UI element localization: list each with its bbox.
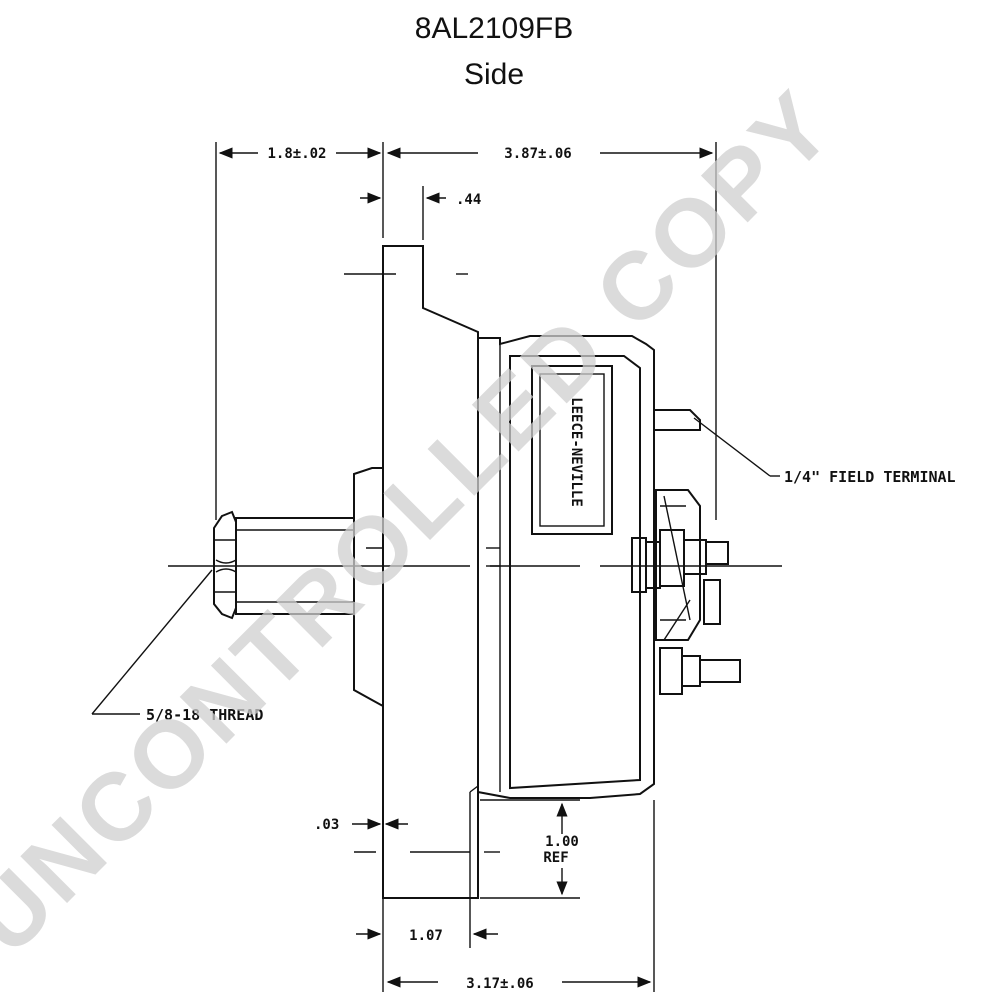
nameplate: LEECE-NEVILLE xyxy=(531,365,613,535)
dim-flange-thickness: .44 xyxy=(360,186,481,240)
dim-ref-value: 1.00 xyxy=(545,834,579,850)
field-terminal-label: 1/4" FIELD TERMINAL xyxy=(784,468,956,486)
uncontrolled-copy-watermark: UNCONTROLLED COPY xyxy=(0,70,854,974)
dim-overall-text: 3.87±.06 xyxy=(504,146,571,162)
dim-mount: 1.07 xyxy=(356,898,498,992)
dim-flange-text: .44 xyxy=(456,192,481,208)
dim-ref: 1.00 REF xyxy=(480,799,580,899)
thread-label: 5/8-18 THREAD xyxy=(146,706,263,724)
dim-body-text: 3.17±.06 xyxy=(466,976,533,992)
dim-overall-length: 3.87±.06 xyxy=(382,142,717,520)
part-number-title: 8AL2109FB xyxy=(414,12,574,45)
dim-gap-text: .03 xyxy=(314,817,339,833)
rear-terminal-block xyxy=(631,409,741,695)
dim-gap: .03 xyxy=(314,806,500,862)
stator-housing xyxy=(469,335,655,898)
dim-shaft-length: 1.8±.02 xyxy=(215,142,382,520)
thread-callout: 5/8-18 THREAD xyxy=(91,569,263,724)
dim-ref-label: REF xyxy=(543,850,568,866)
field-terminal-callout: 1/4" FIELD TERMINAL xyxy=(693,417,956,486)
dim-mount-text: 1.07 xyxy=(409,928,443,944)
nameplate-text: LEECE-NEVILLE xyxy=(568,397,584,507)
view-subtitle: Side xyxy=(463,58,525,91)
dim-shaft-text: 1.8±.02 xyxy=(267,146,326,162)
centerline xyxy=(168,273,782,567)
dim-body-length: 3.17±.06 xyxy=(386,800,655,992)
